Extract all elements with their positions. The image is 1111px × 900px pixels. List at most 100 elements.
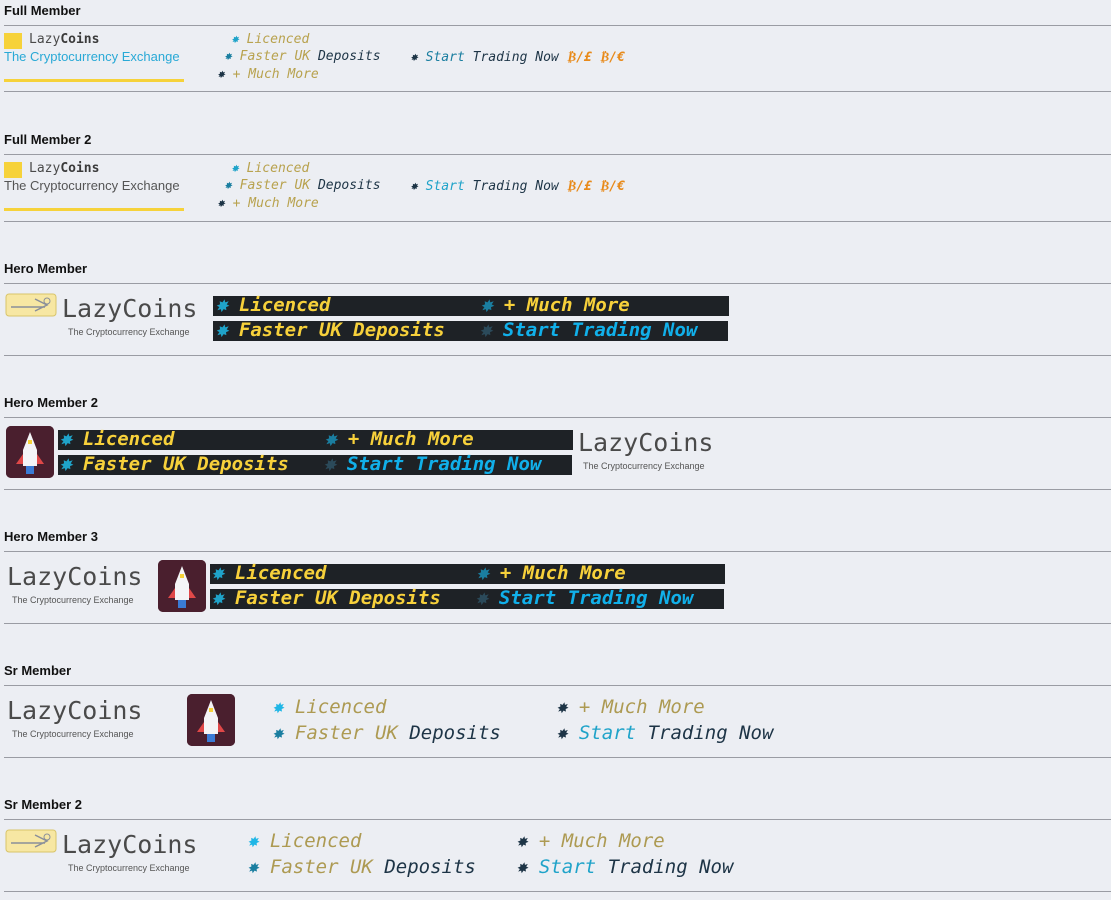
divider: [4, 417, 1111, 418]
section-title-hero-member: Hero Member: [4, 261, 88, 276]
feature-much-more: ✸ + Much More: [516, 830, 665, 852]
star-burst-icon: ✸: [217, 196, 225, 211]
divider: [4, 283, 1111, 284]
feature-start-trading: ✸ Start Trading Now ₿/£ ₿/€: [410, 179, 625, 194]
feature-faster-deposits: ✸ Faster UK Deposits: [247, 856, 476, 878]
hero-bar-bottom: [58, 455, 572, 475]
feature-faster-deposits: ✸ Faster UK Deposits: [212, 587, 441, 609]
hero-bar-bottom: [213, 321, 728, 341]
feature-licenced: ✸ Licenced: [60, 428, 175, 450]
brand-name: LazyCoins: [62, 294, 198, 323]
hero-bar-top: [210, 564, 725, 584]
brand-name: LazyCoins: [7, 562, 143, 591]
star-burst-icon: ✸: [247, 856, 259, 878]
feature-faster-deposits: ✸ Faster UK Deposits: [224, 178, 381, 193]
star-burst-icon: ✸: [516, 856, 528, 878]
star-burst-icon: ✸: [410, 50, 418, 65]
rocket-icon: [158, 560, 206, 612]
feature-much-more: ✸ + Much More: [217, 196, 319, 211]
hero-bar-top: [213, 296, 729, 316]
brand-name: LazyCoins: [29, 161, 100, 176]
star-burst-icon: ✸: [480, 319, 492, 341]
feature-much-more: ✸ + Much More: [556, 696, 705, 718]
ticket-logo-icon: [5, 293, 57, 322]
feature-much-more: ✸ + Much More: [477, 562, 626, 584]
brand-name: LazyCoins: [578, 428, 714, 457]
currency-badge: ₿/£ ₿/€: [566, 50, 625, 65]
divider: [4, 891, 1111, 892]
feature-much-more: ✸ + Much More: [217, 67, 319, 82]
brand-tagline: The Cryptocurrency Exchange: [68, 863, 190, 873]
section-title-hero-member-3: Hero Member 3: [4, 529, 98, 544]
feature-licenced: ✸ Licenced: [212, 562, 327, 584]
feature-licenced: ✸ Licenced: [231, 32, 310, 47]
divider: [4, 685, 1111, 686]
star-burst-icon: ✸: [325, 428, 337, 450]
star-burst-icon: ✸: [60, 428, 72, 450]
star-burst-icon: ✸: [516, 830, 528, 852]
star-burst-icon: ✸: [212, 587, 224, 609]
brand-tagline: The Cryptocurrency Exchange: [12, 595, 134, 605]
brand-name: LazyCoins: [7, 696, 143, 725]
section-title-sr-member: Sr Member: [4, 663, 72, 678]
brand-square-icon: [4, 162, 22, 178]
star-burst-icon: ✸: [231, 32, 239, 47]
feature-much-more: ✸ + Much More: [325, 428, 474, 450]
feature-start-trading: ✸ Start Trading Now ₿/£ ₿/€: [410, 50, 625, 65]
section-title-full-member: Full Member: [4, 3, 81, 18]
feature-start-trading: ✸ Start Trading Now: [324, 453, 542, 475]
brand-tagline: The Cryptocurrency Exchange: [583, 461, 705, 471]
feature-licenced: ✸ Licenced: [247, 830, 362, 852]
divider: [4, 757, 1111, 758]
feature-start-trading: ✸ Start Trading Now: [480, 319, 698, 341]
feature-faster-deposits: ✸ Faster UK Deposits: [272, 722, 501, 744]
feature-start-trading: ✸ Start Trading Now: [516, 856, 734, 878]
hero-bar-bottom: [210, 589, 724, 609]
feature-faster-deposits: ✸ Faster UK Deposits: [216, 319, 445, 341]
divider: [4, 819, 1111, 820]
star-burst-icon: ✸: [216, 319, 228, 341]
feature-licenced: ✸ Licenced: [231, 161, 310, 176]
star-burst-icon: ✸: [556, 722, 568, 744]
divider: [4, 489, 1111, 490]
brand-square-icon: [4, 33, 22, 49]
currency-badge: ₿/£ ₿/€: [566, 179, 625, 194]
star-burst-icon: ✸: [272, 696, 284, 718]
star-burst-icon: ✸: [324, 453, 336, 475]
divider: [4, 551, 1111, 552]
ticket-logo-icon: [5, 829, 57, 858]
brand-tagline: The Cryptocurrency Exchange: [68, 327, 190, 337]
divider: [4, 355, 1111, 356]
divider: [4, 25, 1111, 26]
divider: [4, 221, 1111, 222]
star-burst-icon: ✸: [556, 696, 568, 718]
feature-faster-deposits: ✸ Faster UK Deposits: [224, 49, 381, 64]
hero-bar-top: [58, 430, 573, 450]
feature-licenced: ✸ Licenced: [272, 696, 387, 718]
divider: [4, 91, 1111, 92]
star-burst-icon: ✸: [476, 587, 488, 609]
star-burst-icon: ✸: [410, 179, 418, 194]
star-burst-icon: ✸: [60, 453, 72, 475]
section-title-sr-member-2: Sr Member 2: [4, 797, 83, 812]
star-burst-icon: ✸: [272, 722, 284, 744]
brand-name: LazyCoins: [29, 32, 100, 47]
accent-underline: [4, 79, 184, 82]
rocket-icon: [6, 426, 54, 478]
star-burst-icon: ✸: [216, 294, 228, 316]
star-burst-icon: ✸: [481, 294, 493, 316]
star-burst-icon: ✸: [212, 562, 224, 584]
divider: [4, 623, 1111, 624]
divider: [4, 154, 1111, 155]
feature-licenced: ✸ Licenced: [216, 294, 331, 316]
star-burst-icon: ✸: [247, 830, 259, 852]
star-burst-icon: ✸: [224, 49, 232, 64]
feature-much-more: ✸ + Much More: [481, 294, 630, 316]
star-burst-icon: ✸: [224, 178, 232, 193]
brand-tagline: The Cryptocurrency Exchange: [4, 49, 180, 64]
star-burst-icon: ✸: [477, 562, 489, 584]
section-title-hero-member-2: Hero Member 2: [4, 395, 98, 410]
brand-tagline: The Cryptocurrency Exchange: [12, 729, 134, 739]
feature-start-trading: ✸ Start Trading Now: [556, 722, 774, 744]
brand-tagline: The Cryptocurrency Exchange: [4, 178, 180, 193]
